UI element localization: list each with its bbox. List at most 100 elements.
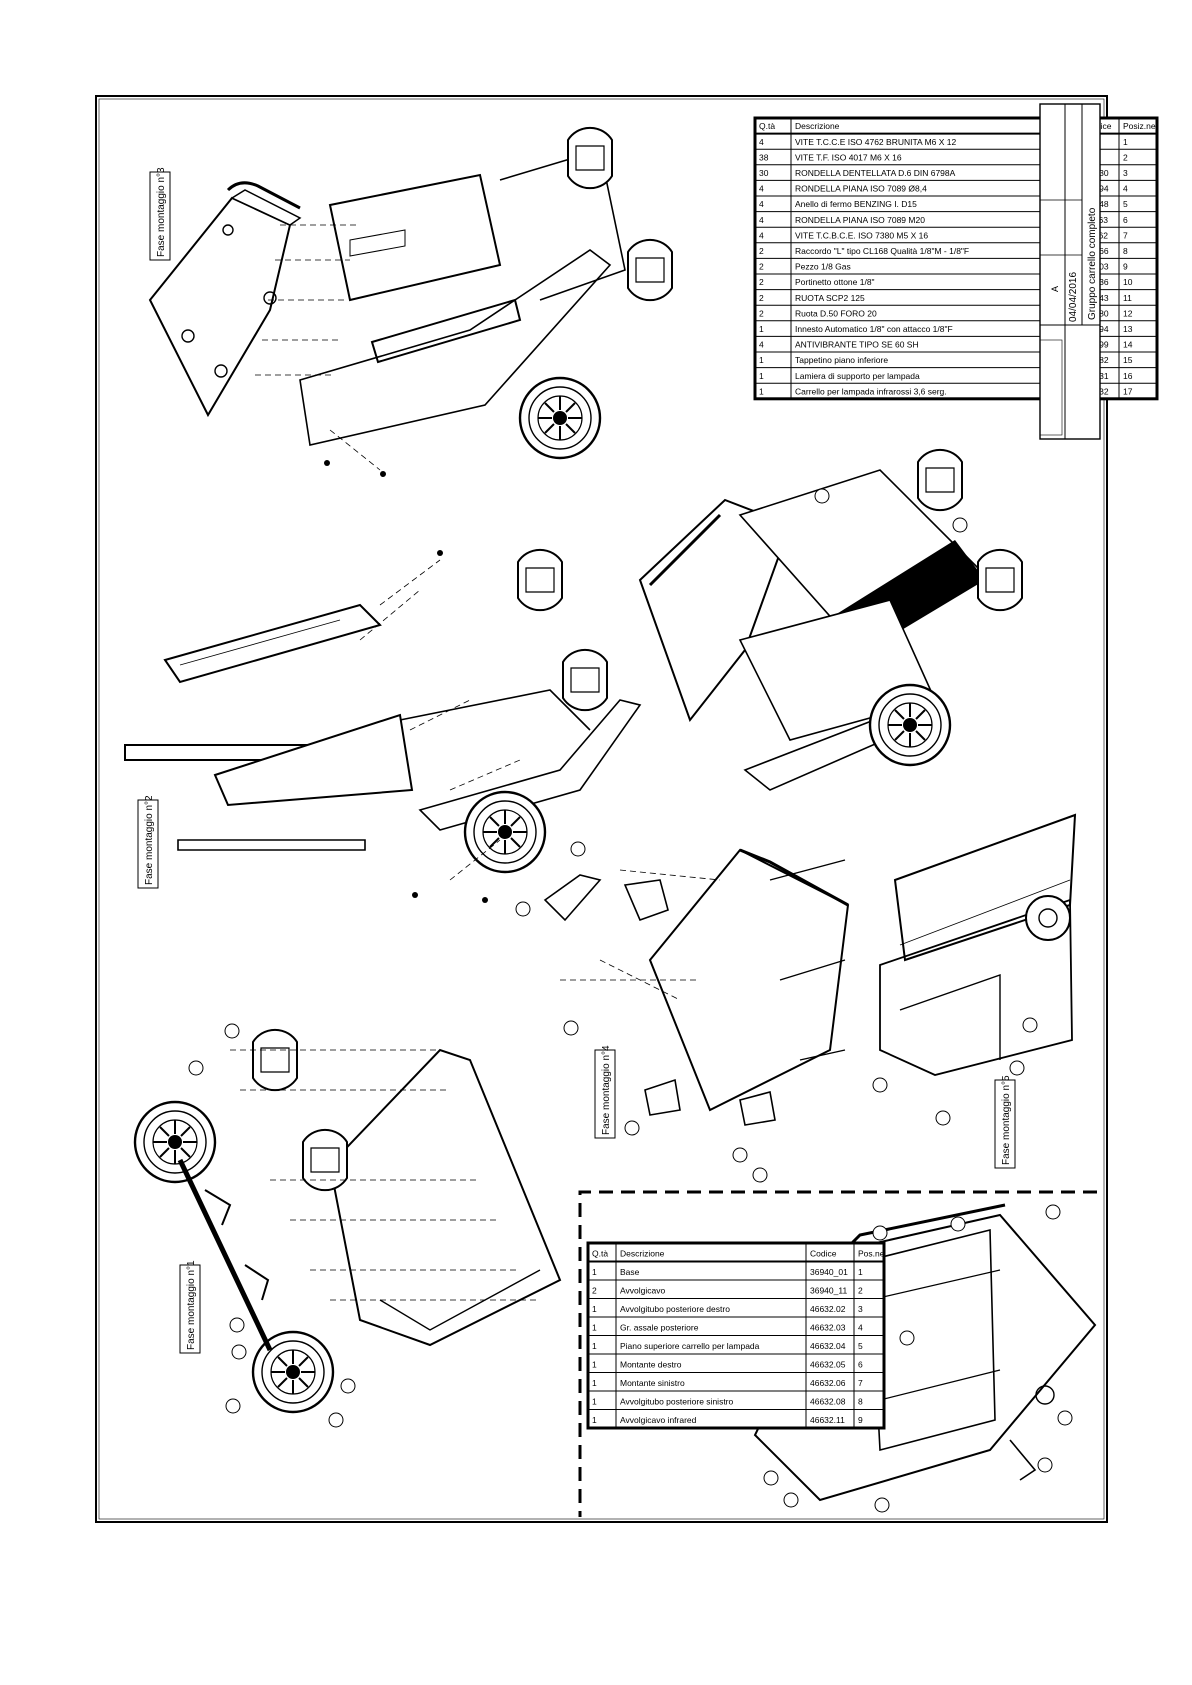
title-block: A 04/04/2016 Gruppo carrello completo — [1039, 103, 1101, 440]
bom-sub-cell: 46632.04 — [810, 1341, 846, 1351]
bom-sub-header-cell: Codice — [810, 1248, 837, 1258]
bom-main-cell: RUOTA SCP2 125 — [795, 293, 865, 303]
bom-main-cell: 13 — [1123, 324, 1133, 334]
bom-main-cell: Raccordo "L" tipo CL168 Qualità 1/8"M - … — [795, 246, 969, 256]
phase-1-assembly: Fase montaggio n°1 — [133, 1023, 562, 1428]
bom-main-cell: VITE T.C.C.E ISO 4762 BRUNITA M6 X 12 — [795, 137, 957, 147]
bom-main-cell: 16 — [1123, 371, 1133, 381]
bom-main-cell: Lamiera di supporto per lampada — [795, 371, 920, 381]
bom-sub-header-cell: Pos.ne — [858, 1248, 885, 1258]
bom-sub-cell: 46632.02 — [810, 1304, 846, 1314]
bom-main-cell: 5 — [1123, 199, 1128, 209]
bom-main-cell: RONDELLA DENTELLATA D.6 DIN 6798A — [795, 168, 956, 178]
bom-sub-cell: 1 — [592, 1415, 597, 1425]
bom-main-cell: 10 — [1123, 277, 1133, 287]
bom-sub-cell: Avvolgicavo — [620, 1285, 665, 1295]
bom-main-cell: RONDELLA PIANA ISO 7089 M20 — [795, 215, 925, 225]
bom-main-cell: 2 — [759, 277, 764, 287]
bom-main-cell: 4 — [759, 230, 764, 240]
bom-sub-cell: 2 — [858, 1285, 863, 1295]
bom-sub-cell: 46632.11 — [810, 1415, 845, 1425]
bom-sub-cell: 1 — [592, 1322, 597, 1332]
bom-main-cell: 3 — [1123, 168, 1128, 178]
bom-main-cell: 4 — [1123, 184, 1128, 194]
bom-main-cell: Anello di fermo BENZING I. D15 — [795, 199, 917, 209]
bom-main-cell: 1 — [759, 355, 764, 365]
bom-main-cell: VITE T.F. ISO 4017 M6 X 16 — [795, 152, 902, 162]
bom-main-cell: Pezzo 1/8 Gas — [795, 262, 851, 272]
bom-sub-cell: Avvolgicavo infrared — [620, 1415, 697, 1425]
bom-sub-cell: Avvolgitubo posteriore sinistro — [620, 1396, 734, 1406]
bom-main-cell: 38 — [759, 152, 769, 162]
phase-5-label: Fase montaggio n°5 — [1001, 1075, 1012, 1165]
bom-main-cell: 11 — [1123, 293, 1132, 303]
phase-2-assembly: Fase montaggio n°2 — [124, 548, 642, 903]
bom-main-cell: 4 — [759, 215, 764, 225]
bom-sub-cell: 8 — [858, 1396, 863, 1406]
bom-sub-cell: Gr. assale posteriore — [620, 1322, 699, 1332]
bom-main-cell: Tappetino piano inferiore — [795, 355, 888, 365]
bom-main-cell: 30 — [759, 168, 769, 178]
bom-sub-cell: 5 — [858, 1341, 863, 1351]
bom-sub-cell: 36940_11 — [810, 1285, 847, 1295]
bom-sub-header-cell: Q.tà — [592, 1248, 608, 1258]
bom-sub-cell: 1 — [858, 1267, 863, 1277]
bom-sub-cell: 1 — [592, 1341, 597, 1351]
phase-1-label: Fase montaggio n°1 — [186, 1260, 197, 1350]
bom-main-cell: 2 — [759, 293, 764, 303]
bom-main-cell: 15 — [1123, 355, 1133, 365]
bom-sub-cell: 2 — [592, 1285, 597, 1295]
bom-main-cell: Ruota D.50 FORO 20 — [795, 308, 877, 318]
bom-sub-table: Pos.neCodiceDescrizioneQ.tà136940_01Base… — [586, 1241, 886, 1430]
bom-sub-cell: Montante destro — [620, 1359, 682, 1369]
bom-main-cell: 7 — [1123, 230, 1128, 240]
bom-main-cell: 1 — [759, 386, 764, 396]
bom-sub-cell: Piano superiore carrello per lampada — [620, 1341, 760, 1351]
bom-main-cell: 4 — [759, 137, 764, 147]
phase-2-label: Fase montaggio n°2 — [144, 795, 155, 885]
bom-main-cell: 4 — [759, 340, 764, 350]
title-block-date: 04/04/2016 — [1068, 272, 1079, 322]
bom-main-header-cell: Posiz.ne — [1123, 121, 1156, 131]
bom-sub-cell: 6 — [858, 1359, 863, 1369]
bom-main-cell: VITE T.C.B.C.E. ISO 7380 M5 X 16 — [795, 230, 928, 240]
bom-main-cell: ANTIVIBRANTE TIPO SE 60 SH — [795, 340, 919, 350]
bom-sub-header-cell: Descrizione — [620, 1248, 665, 1258]
phase-3-label: Fase montaggio n°3 — [156, 167, 167, 257]
phase-5-assembly: Fase montaggio n°5 — [872, 813, 1077, 1169]
bom-main-cell: 2 — [1123, 152, 1128, 162]
bom-sub-cell: 1 — [592, 1396, 597, 1406]
bom-sub-cell: 3 — [858, 1304, 863, 1314]
bom-sub-cell: 1 — [592, 1378, 597, 1388]
bom-main-cell: 4 — [759, 184, 764, 194]
phase-4-label: Fase montaggio n°4 — [601, 1045, 612, 1135]
bom-main-header-cell: Descrizione — [795, 121, 840, 131]
bom-main-cell: 17 — [1123, 386, 1133, 396]
bom-main-cell: 2 — [759, 262, 764, 272]
bom-main-cell: 12 — [1123, 308, 1133, 318]
bom-sub-cell: Avvolgitubo posteriore destro — [620, 1304, 730, 1314]
bom-sub-cell: 1 — [592, 1359, 597, 1369]
bom-main-cell: 14 — [1123, 340, 1133, 350]
bom-sub-cell: 46632.08 — [810, 1396, 846, 1406]
title-block-title: Gruppo carrello completo — [1087, 207, 1098, 320]
bom-sub-cell: 4 — [858, 1322, 863, 1332]
subassembly-dashed-frame — [578, 1190, 1097, 1517]
bom-sub-cell: 36940_01 — [810, 1267, 848, 1277]
bom-main-cell: 1 — [759, 371, 764, 381]
bom-main-cell: Carrello per lampada infrarossi 3,6 serg… — [795, 386, 947, 396]
bom-main-cell: Innesto Automatico 1/8" con attacco 1/8"… — [795, 324, 953, 334]
phase-4-assembly: Fase montaggio n°4 — [515, 841, 850, 1183]
bom-main-cell: RONDELLA PIANA ISO 7089 Ø8,4 — [795, 184, 927, 194]
bom-sub-cell: 46632.03 — [810, 1322, 846, 1332]
bom-main-cell: 2 — [759, 246, 764, 256]
bom-sub-cell: 1 — [592, 1267, 597, 1277]
drawing-frame — [95, 95, 1108, 1523]
bom-main-cell: Portinetto ottone 1/8" — [795, 277, 875, 287]
bom-main-cell: 2 — [759, 308, 764, 318]
bom-sub-cell: 1 — [592, 1304, 597, 1314]
bom-main-cell: 6 — [1123, 215, 1128, 225]
title-block-rev: A — [1050, 286, 1060, 292]
bom-sub-cell: 9 — [858, 1415, 863, 1425]
